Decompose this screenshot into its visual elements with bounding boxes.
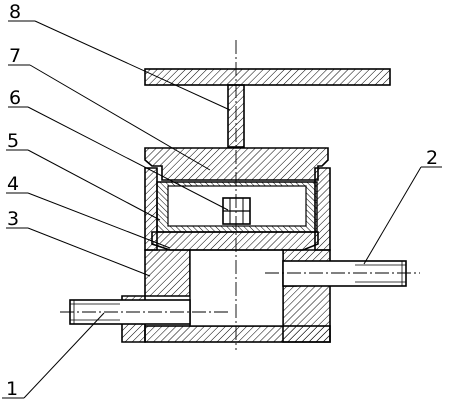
part-numbers: 8 7 6 5 4 3 2 1 bbox=[6, 1, 438, 400]
right-pin bbox=[282, 260, 407, 287]
label-4: 4 bbox=[7, 173, 19, 195]
label-2: 2 bbox=[426, 147, 438, 169]
label-3: 3 bbox=[7, 208, 19, 230]
t-handle bbox=[144, 68, 391, 148]
cap bbox=[144, 147, 329, 181]
nut bbox=[222, 197, 251, 225]
label-6: 6 bbox=[9, 87, 21, 109]
label-8: 8 bbox=[9, 1, 21, 23]
plate bbox=[151, 231, 319, 251]
label-7: 7 bbox=[9, 45, 21, 67]
center-lines bbox=[60, 40, 420, 350]
leader-lines bbox=[2, 20, 442, 399]
label-1: 1 bbox=[6, 378, 18, 400]
label-5: 5 bbox=[7, 130, 19, 152]
